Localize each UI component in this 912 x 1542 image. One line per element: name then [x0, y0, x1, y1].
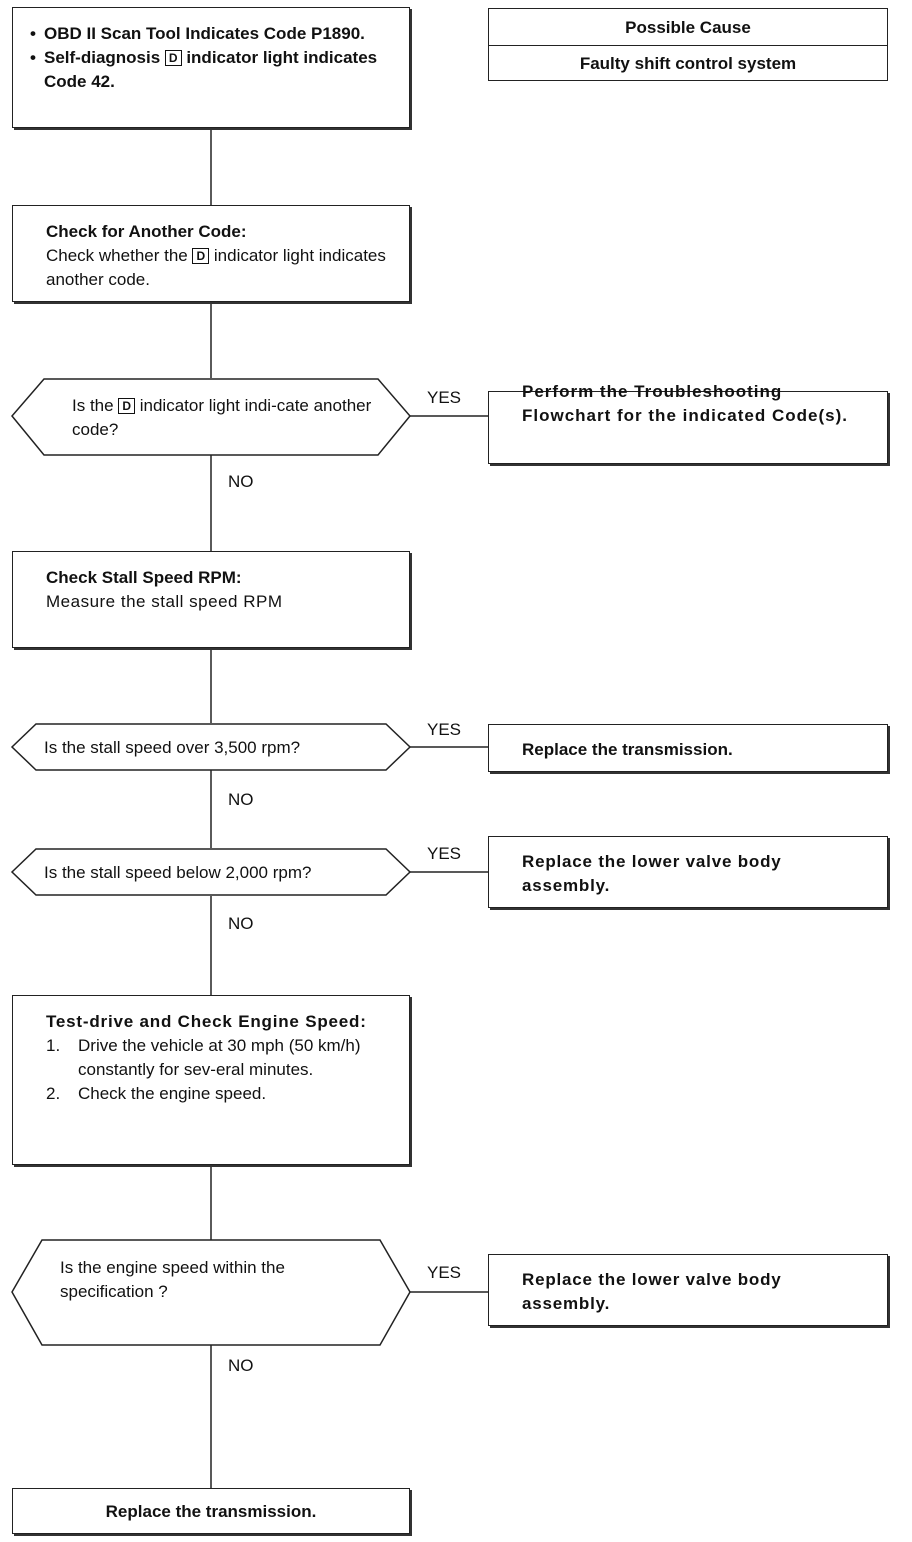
test-drive-step-number: 1. [46, 1036, 61, 1055]
decision-3-yes-action: Replace the lower valve body assembly. [522, 852, 782, 895]
decision-3-question: Is the stall speed below 2,000 rpm? [44, 863, 312, 882]
start-bullet-2-pre: Self-diagnosis [44, 48, 161, 67]
final-box [12, 1488, 410, 1534]
start-box-content: •OBD II Scan Tool Indicates Code P1890. … [30, 24, 378, 91]
possible-cause-value-text: Faulty shift control system [579, 54, 797, 73]
start-bullet-1: OBD II Scan Tool Indicates Code P1890. [44, 24, 365, 43]
d-indicator-symbol: D [164, 50, 182, 66]
stall-check-text: Measure the stall speed RPM [46, 592, 283, 611]
test-drive-content: Test-drive and Check Engine Speed: 1. Dr… [46, 1010, 391, 1106]
decision-4-question: Is the engine speed within the specifica… [60, 1258, 285, 1301]
decision-1-yes-action-box [488, 391, 888, 464]
decision-3-yes-action-box [488, 836, 888, 908]
decision-diamond-2 [10, 723, 412, 771]
check-code-title: Check for Another Code: [46, 222, 247, 241]
test-drive-step-number: 2. [46, 1084, 61, 1103]
test-drive-title: Test-drive and Check Engine Speed: [46, 1012, 367, 1031]
decision-diamond-3 [10, 848, 412, 896]
stall-check-box [12, 551, 410, 648]
d-indicator-symbol: D [118, 398, 135, 414]
decision-4-yes-action-box [488, 1254, 888, 1326]
decision-1-post: indicator light indi-cate another code? [72, 396, 372, 439]
check-code-content: Check for Another Code: Check whether th… [46, 220, 391, 292]
decision-diamond-1 [11, 378, 411, 456]
decision-1-pre: Is the [72, 396, 114, 415]
decision-2-question: Is the stall speed over 3,500 rpm? [44, 738, 301, 757]
check-code-box [12, 205, 410, 302]
decision-1-question: Is the D indicator light indi-cate anoth… [72, 394, 372, 442]
test-drive-step-text: Check the engine speed. [78, 1084, 267, 1103]
decision-4-yes-label: YES [427, 1263, 462, 1282]
decision-1-yes-action: Perform the Troubleshooting Flowchart fo… [522, 382, 848, 425]
decision-1-yes-label: YES [427, 388, 462, 407]
d-indicator-symbol: D [192, 248, 210, 264]
decision-4-no-label: NO [228, 1356, 254, 1375]
test-drive-step: 2. Check the engine speed. [46, 1082, 391, 1106]
possible-cause-header: Possible Cause [488, 8, 888, 46]
decision-4-yes-action: Replace the lower valve body assembly. [522, 1270, 782, 1313]
check-code-text-post: indicator light indicates another code. [46, 246, 386, 289]
decision-2-no-label: NO [228, 790, 254, 809]
decision-diamond-4 [11, 1239, 411, 1346]
decision-3-no-label: NO [228, 914, 254, 933]
test-drive-step-text: Drive the vehicle at 30 mph (50 km/h) co… [78, 1036, 361, 1079]
possible-cause-header-text: Possible Cause [625, 18, 751, 37]
possible-cause-value: Faulty shift control system [488, 46, 888, 81]
start-bullet-2-post: indicator light indicates Code 42. [44, 48, 378, 91]
decision-3-yes-label: YES [427, 844, 462, 863]
start-box [12, 7, 410, 128]
decision-2-yes-label: YES [427, 720, 462, 739]
decision-2-yes-action-box [488, 724, 888, 772]
test-drive-box [12, 995, 410, 1165]
test-drive-step: 1. Drive the vehicle at 30 mph (50 km/h)… [46, 1034, 391, 1082]
check-code-text-pre: Check whether the [46, 246, 188, 265]
final-box-text: Replace the transmission. [105, 1502, 317, 1521]
stall-check-content: Check Stall Speed RPM: Measure the stall… [46, 566, 391, 614]
decision-1-no-label: NO [228, 472, 254, 491]
stall-check-title: Check Stall Speed RPM: [46, 568, 242, 587]
decision-2-yes-action: Replace the transmission. [522, 740, 733, 759]
